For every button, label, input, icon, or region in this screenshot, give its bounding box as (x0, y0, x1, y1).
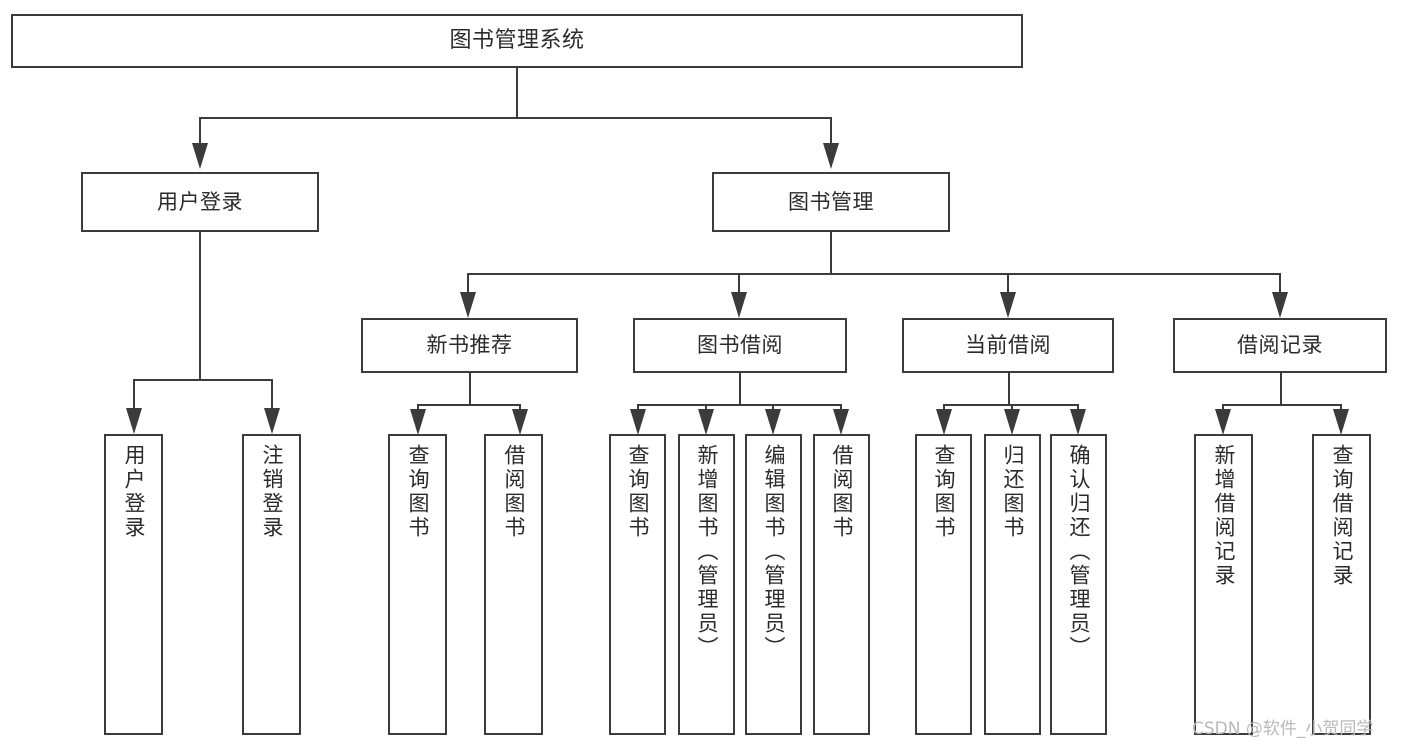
leaf-borrow-edit-book-admin[interactable]: 编辑图书（管理员） (745, 434, 802, 735)
connector-book-mgmt-drop-2 (738, 273, 740, 293)
arrow-to-leaf-logout (264, 408, 280, 434)
leaf-user-login[interactable]: 用户登录 (104, 434, 163, 735)
arrow-current-leaf-3 (1070, 409, 1086, 435)
node-label: 当前借阅 (965, 333, 1051, 358)
connector-records-bus (1222, 404, 1342, 406)
connector-root-bus (199, 117, 832, 119)
connector-records-stem (1280, 373, 1282, 405)
node-label: 编辑图书（管理员） (762, 444, 786, 660)
node-label: 查询图书 (932, 444, 956, 540)
node-current-borrow[interactable]: 当前借阅 (902, 318, 1114, 373)
leaf-recommend-borrow-book[interactable]: 借阅图书 (484, 434, 543, 735)
arrow-borrow-leaf-1 (630, 409, 646, 435)
leaf-current-query-book[interactable]: 查询图书 (915, 434, 972, 735)
node-label: 确认归还（管理员） (1067, 444, 1091, 660)
connector-current-stem (1008, 373, 1010, 405)
node-borrow-records[interactable]: 借阅记录 (1173, 318, 1387, 373)
arrow-to-current-borrow (1000, 292, 1016, 318)
node-label: 图书借阅 (697, 333, 783, 358)
connector-borrow-bus (637, 404, 842, 406)
connector-current-drop-1 (943, 404, 945, 411)
connector-recommend-drop-2 (519, 404, 521, 411)
arrow-records-leaf-1 (1215, 409, 1231, 435)
arrow-to-book-management (823, 143, 839, 169)
node-label: 借阅图书 (502, 444, 526, 540)
connector-root-drop-right (830, 117, 832, 143)
arrow-recommend-leaf-2 (512, 409, 528, 435)
node-label: 新增图书（管理员） (695, 444, 719, 660)
connector-borrow-drop-1 (637, 404, 639, 411)
leaf-borrow-add-book-admin[interactable]: 新增图书（管理员） (678, 434, 735, 735)
leaf-records-add-record[interactable]: 新增借阅记录 (1194, 434, 1253, 735)
connector-root-drop-left (199, 117, 201, 143)
arrow-to-new-book-recommend (460, 292, 476, 318)
leaf-logout[interactable]: 注销登录 (242, 434, 301, 735)
leaf-recommend-query-book[interactable]: 查询图书 (388, 434, 447, 735)
arrow-borrow-leaf-2 (698, 409, 714, 435)
arrow-to-borrow-records (1272, 292, 1288, 318)
connector-user-login-bus (133, 379, 273, 381)
node-label: 图书管理 (788, 189, 874, 214)
connector-root-stem (516, 68, 518, 118)
leaf-current-return-book[interactable]: 归还图书 (984, 434, 1041, 735)
node-label: 图书管理系统 (449, 28, 585, 54)
connector-book-mgmt-drop-4 (1279, 273, 1281, 293)
arrow-current-leaf-2 (1004, 409, 1020, 435)
node-label: 查询借阅记录 (1330, 444, 1354, 588)
node-label: 查询图书 (406, 444, 430, 540)
node-new-book-recommend[interactable]: 新书推荐 (361, 318, 578, 373)
connector-borrow-drop-4 (840, 404, 842, 411)
connector-current-drop-2 (1011, 404, 1013, 411)
arrow-records-leaf-2 (1333, 409, 1349, 435)
node-label: 借阅图书 (830, 444, 854, 540)
node-label: 归还图书 (1001, 444, 1025, 540)
node-label: 注销登录 (260, 444, 284, 540)
connector-records-drop-2 (1340, 404, 1342, 411)
connector-book-mgmt-drop-1 (467, 273, 469, 293)
connector-current-drop-3 (1077, 404, 1079, 411)
arrow-borrow-leaf-3 (765, 409, 781, 435)
arrow-to-user-login (192, 143, 208, 169)
node-book-management[interactable]: 图书管理 (712, 172, 950, 232)
leaf-current-confirm-return-admin[interactable]: 确认归还（管理员） (1050, 434, 1107, 735)
node-book-borrow[interactable]: 图书借阅 (633, 318, 847, 373)
arrow-recommend-leaf-1 (410, 409, 426, 435)
node-label: 新书推荐 (426, 333, 513, 358)
arrow-to-book-borrow (731, 292, 747, 318)
node-label: 借阅记录 (1237, 333, 1323, 358)
connector-book-mgmt-bus (467, 273, 1281, 275)
arrow-to-leaf-user-login (126, 408, 142, 434)
connector-user-login-drop-2 (271, 379, 273, 409)
arrow-borrow-leaf-4 (833, 409, 849, 435)
connector-book-mgmt-drop-3 (1007, 273, 1009, 293)
connector-borrow-stem (739, 373, 741, 405)
node-label: 查询图书 (626, 444, 650, 540)
node-root-library-system[interactable]: 图书管理系统 (11, 14, 1023, 68)
node-label: 新增借阅记录 (1212, 444, 1236, 588)
arrow-current-leaf-1 (936, 409, 952, 435)
connector-recommend-bus (417, 404, 521, 406)
connector-recommend-stem (469, 373, 471, 405)
leaf-borrow-query-book[interactable]: 查询图书 (609, 434, 666, 735)
leaf-records-query-record[interactable]: 查询借阅记录 (1312, 434, 1371, 735)
node-label: 用户登录 (122, 444, 146, 540)
connector-user-login-drop-1 (133, 379, 135, 409)
connector-borrow-drop-2 (705, 404, 707, 411)
connector-user-login-stem (199, 232, 201, 380)
node-label: 用户登录 (157, 189, 243, 214)
connector-borrow-drop-3 (772, 404, 774, 411)
node-user-login[interactable]: 用户登录 (81, 172, 319, 232)
csdn-watermark: CSDN @软件_小贺同学 (1192, 719, 1374, 739)
connector-recommend-drop-1 (417, 404, 419, 411)
connector-records-drop-1 (1222, 404, 1224, 411)
leaf-borrow-borrow-book[interactable]: 借阅图书 (813, 434, 870, 735)
connector-book-mgmt-stem (830, 232, 832, 274)
